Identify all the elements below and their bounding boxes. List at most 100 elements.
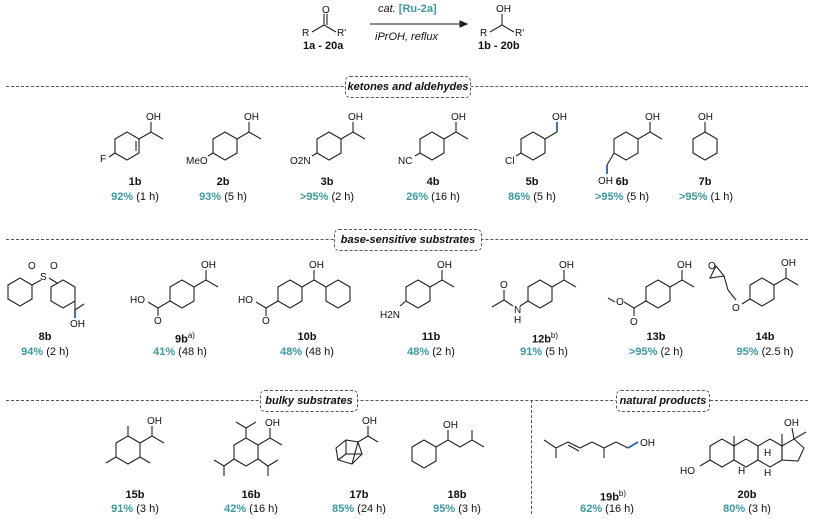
svg-text:F: F — [100, 154, 106, 165]
svg-text:O: O — [616, 297, 624, 308]
compound-19b-label: 19bb) — [599, 489, 627, 504]
compound-18b-structure: OH — [411, 420, 485, 469]
compound-12b-yield: 91% (5 h) — [520, 346, 568, 358]
svg-text:OH: OH — [677, 260, 692, 271]
reactant-structure: O R R' — [302, 5, 346, 39]
section-divider — [6, 400, 808, 401]
section-header-base: base-sensitive substrates — [334, 229, 482, 251]
compound-8b-label: 8b — [38, 331, 52, 343]
product-structure: OH R R' — [480, 4, 524, 39]
compound-16b-label: 16b — [241, 489, 261, 501]
compound-3b-yield: >95% (2 h) — [299, 191, 355, 203]
svg-text:H: H — [738, 466, 745, 477]
section-header-bulky: bulky substrates — [260, 390, 358, 412]
condition-catalyst: cat. [Ru-2a] — [378, 3, 437, 15]
svg-text:OH: OH — [598, 176, 613, 187]
compound-10b-structure: OH O HO — [238, 260, 351, 327]
svg-text:R: R — [302, 28, 309, 39]
svg-text:OH: OH — [552, 112, 567, 123]
svg-text:R': R' — [515, 28, 524, 39]
svg-text:H: H — [514, 315, 521, 326]
svg-text:OH: OH — [362, 416, 377, 427]
compound-4b-structure: OH NC — [398, 112, 469, 167]
compound-9b-structure: OH O HO — [130, 260, 219, 327]
compound-16b-yield: 42% (16 h) — [224, 503, 278, 515]
product-label: 1b - 20b — [478, 40, 520, 52]
section-header-natural: natural products — [616, 390, 710, 412]
compound-1b-structure: OH F — [100, 112, 164, 165]
svg-text:OH: OH — [640, 438, 655, 449]
svg-text:OH: OH — [443, 420, 458, 431]
svg-text:OH: OH — [309, 260, 324, 271]
compound-2b-structure: OH MeO — [186, 112, 262, 167]
svg-text:OH: OH — [559, 260, 574, 271]
svg-text:HO: HO — [680, 466, 695, 477]
compound-6b-label: 6b — [615, 176, 629, 188]
compound-8b-yield: 94% (2 h) — [21, 346, 69, 358]
compound-4b-label: 4b — [426, 176, 440, 188]
section-divider-vertical — [531, 400, 532, 514]
compound-15b-structure: OH — [105, 416, 165, 465]
compound-10b-yield: 48% (48 h) — [280, 346, 334, 358]
svg-text:O: O — [28, 261, 36, 272]
compound-4b-yield: 26% (16 h) — [406, 191, 460, 203]
svg-text:O: O — [262, 316, 270, 327]
svg-text:Cl: Cl — [505, 156, 514, 167]
reactant-label: 1a - 20a — [303, 40, 344, 52]
svg-text:O: O — [708, 261, 716, 272]
svg-text:HO: HO — [238, 295, 253, 306]
compound-1b-label: 1b — [128, 176, 142, 188]
compound-5b-label: 5b — [525, 176, 539, 188]
svg-text:NC: NC — [398, 156, 412, 167]
svg-text:R': R' — [337, 28, 346, 39]
compound-11b-structure: OH H2N — [380, 260, 455, 321]
compound-12b-structure: OH N H O — [491, 260, 577, 326]
svg-text:S: S — [40, 272, 47, 283]
compound-5b-yield: 86% (5 h) — [508, 191, 556, 203]
svg-text:H2N: H2N — [380, 310, 400, 321]
reaction-arrow — [370, 20, 469, 28]
svg-text:O: O — [154, 316, 162, 327]
compound-3b-structure: OH O2N — [290, 112, 366, 167]
svg-text:O: O — [500, 280, 508, 291]
svg-text:OH: OH — [244, 112, 259, 123]
compound-6b-yield: >95% (5 h) — [594, 191, 650, 203]
svg-text:H: H — [764, 468, 771, 479]
svg-text:HO: HO — [130, 295, 145, 306]
compound-15b-yield: 91% (3 h) — [111, 503, 159, 515]
svg-text:OH: OH — [698, 112, 713, 123]
svg-text:OH: OH — [781, 258, 796, 269]
compound-7b-label: 7b — [698, 176, 712, 188]
compound-10b-label: 10b — [297, 331, 317, 343]
svg-text:OH: OH — [784, 418, 799, 429]
svg-text:OH: OH — [265, 418, 280, 429]
svg-text:OH: OH — [147, 416, 162, 427]
compound-13b-structure: OH O O — [607, 260, 695, 328]
svg-text:OH: OH — [348, 112, 363, 123]
svg-text:OH: OH — [201, 260, 216, 271]
compound-9b-label: 9ba) — [175, 331, 195, 346]
compound-7b-yield: >95% (1 h) — [678, 191, 734, 203]
svg-text:R: R — [480, 28, 487, 39]
svg-text:O: O — [732, 303, 740, 314]
compound-1b-yield: 92% (1 h) — [111, 191, 159, 203]
compound-14b-label: 14b — [755, 331, 775, 343]
compound-7b-structure: OH — [692, 112, 718, 161]
svg-text:OH: OH — [496, 4, 511, 15]
compound-15b-label: 15b — [125, 489, 145, 501]
compound-11b-yield: 48% (2 h) — [407, 346, 455, 358]
compound-14b-yield: 95% (2.5 h) — [736, 346, 794, 358]
compound-18b-label: 18b — [447, 489, 467, 501]
svg-text:N: N — [514, 305, 521, 316]
compound-12b-label: 12bb) — [531, 331, 559, 346]
compound-17b-yield: 85% (24 h) — [332, 503, 386, 515]
compound-14b-structure: O O OH — [708, 258, 799, 314]
svg-text:O2N: O2N — [290, 156, 311, 167]
compound-17b-structure: OH — [335, 416, 379, 465]
svg-text:O: O — [322, 5, 330, 16]
svg-text:OH: OH — [146, 112, 161, 123]
svg-text:OH: OH — [70, 319, 85, 330]
compound-19b-structure: OH — [543, 438, 655, 458]
compound-5b-structure: OH Cl — [505, 112, 567, 167]
compound-8b-structure: S O O OH — [7, 261, 85, 330]
